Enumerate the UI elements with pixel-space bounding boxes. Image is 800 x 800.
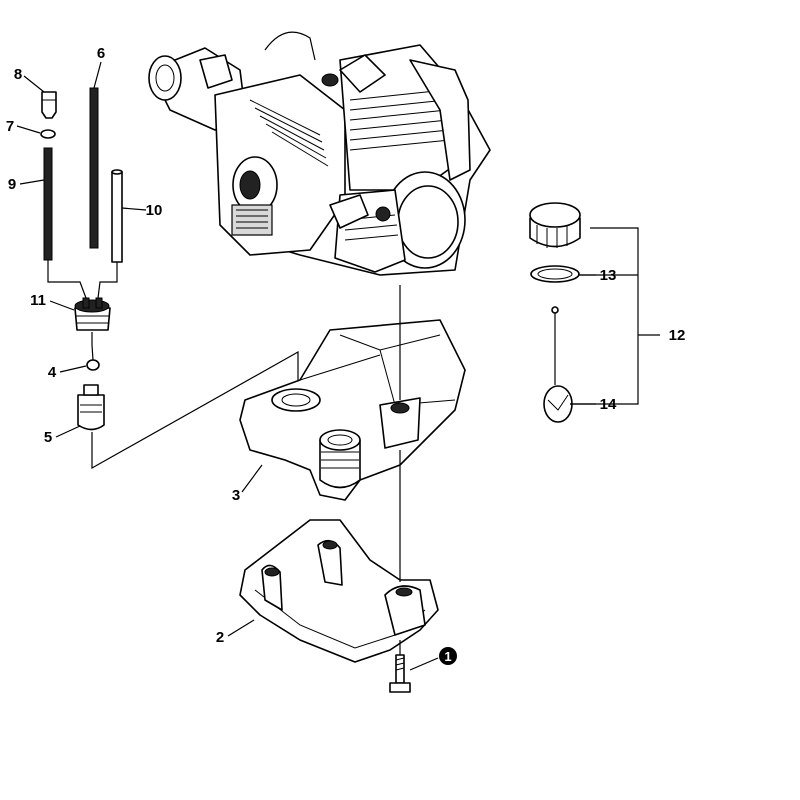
- label-3: 3: [232, 487, 240, 504]
- engine-assembly: [148, 31, 491, 276]
- grommet: [74, 297, 111, 331]
- tank-cover: [239, 519, 439, 663]
- o-ring-7: [40, 129, 56, 139]
- label-12: 12: [669, 327, 686, 344]
- fuel-pipe-9: [43, 147, 53, 261]
- cap-strap: [543, 306, 573, 423]
- label-5: 5: [44, 429, 52, 446]
- bolt: [389, 654, 411, 693]
- fuel-tank: [239, 319, 466, 501]
- fuel-pipe-6: [89, 87, 99, 249]
- label-9: 9: [8, 176, 16, 193]
- gasket: [530, 265, 580, 283]
- label-1: 1: [444, 649, 451, 664]
- fuel-cap: [529, 202, 581, 248]
- label-8: 8: [14, 66, 22, 83]
- label-2: 2: [216, 629, 224, 646]
- label-14: 14: [600, 396, 617, 413]
- label-11: 11: [30, 292, 46, 309]
- clip: [86, 359, 100, 371]
- label-6: 6: [97, 45, 105, 62]
- leader-lines: [16, 61, 660, 671]
- tube-10: [111, 169, 123, 263]
- fitting-8: [41, 91, 57, 119]
- label-13: 13: [600, 267, 617, 284]
- label-1-badge: [439, 647, 457, 665]
- fuel-filter: [77, 384, 105, 431]
- label-4: 4: [48, 364, 57, 381]
- callout-labels: 8 7 9 6 10 11 4 5 3 2 1 13 12 14: [6, 45, 686, 665]
- label-10: 10: [146, 202, 163, 219]
- label-7: 7: [6, 118, 14, 135]
